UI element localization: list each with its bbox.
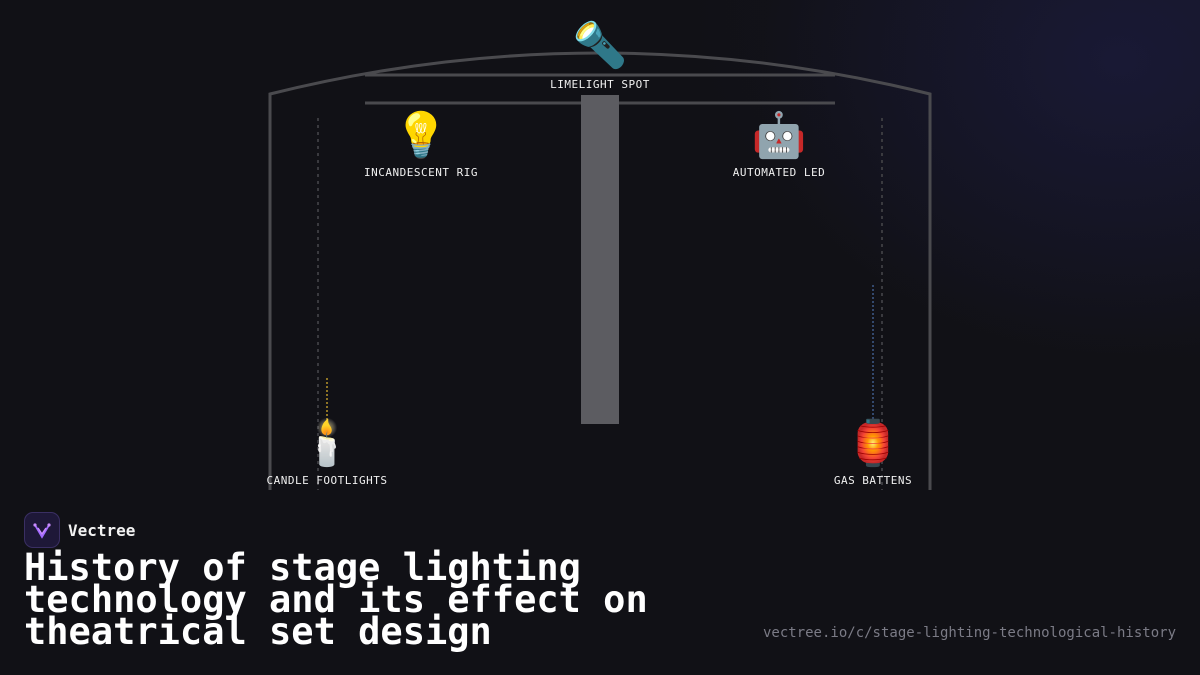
fixture-incandescent: 💡 INCANDESCENT RIG	[364, 110, 478, 180]
fixture-gas: 🏮 GAS BATTENS	[833, 418, 913, 488]
page-url[interactable]: vectree.io/c/stage-lighting-technologica…	[762, 625, 1176, 641]
fixture-label-gas: GAS BATTENS	[833, 474, 913, 487]
proscenium-arch	[268, 51, 932, 490]
robot-icon: 🤖	[751, 110, 807, 161]
fixture-led: 🤖 AUTOMATED LED	[732, 110, 826, 180]
page-title: History of stage lighting technology and…	[24, 546, 648, 653]
brand-name: Vectree	[68, 520, 136, 540]
fixture-label-limelight: LIMELIGHT SPOT	[550, 78, 650, 91]
fixture-candle: 🕯️ CANDLE FOOTLIGHTS	[266, 418, 388, 488]
vectree-logo-icon	[24, 512, 60, 548]
fixture-limelight: 🔦 LIMELIGHT SPOT	[550, 20, 650, 92]
flashlight-icon: 🔦	[572, 20, 628, 71]
fixture-label-incandescent: INCANDESCENT RIG	[364, 166, 478, 179]
lantern-icon: 🏮	[845, 418, 901, 469]
light-bulb-icon: 💡	[393, 110, 449, 161]
spotlight-beam	[581, 95, 619, 424]
fixture-label-candle: CANDLE FOOTLIGHTS	[266, 474, 388, 487]
candle-icon: 🕯️	[299, 418, 355, 469]
fixture-label-led: AUTOMATED LED	[732, 166, 826, 179]
brand[interactable]: Vectree	[24, 512, 135, 548]
